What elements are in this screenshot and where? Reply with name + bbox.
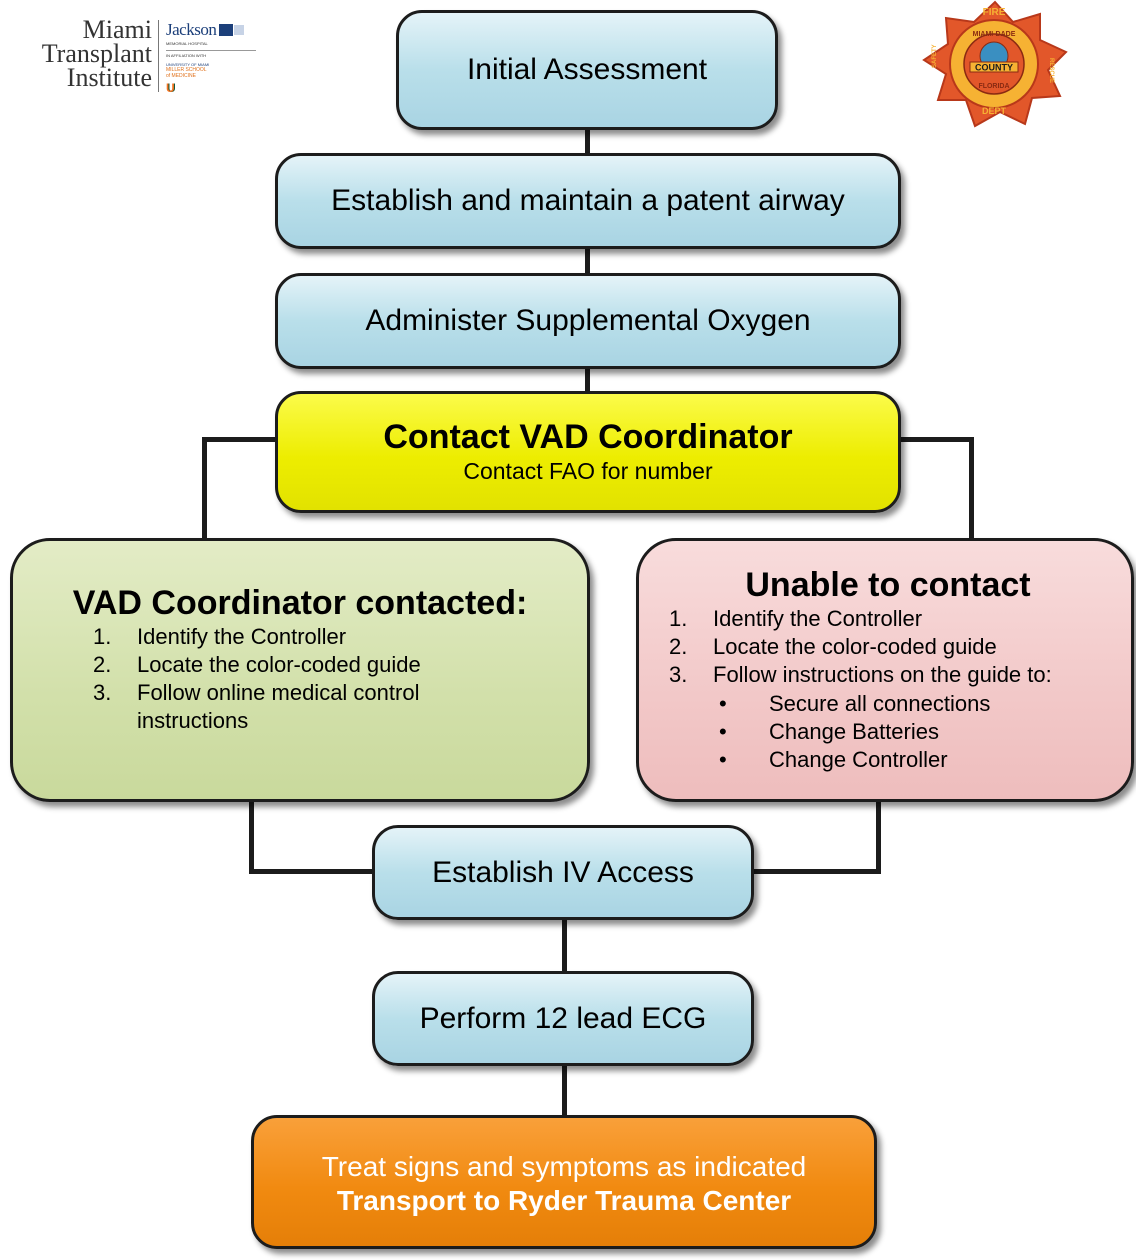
initial-assessment-label: Initial Assessment xyxy=(466,53,708,86)
connector-right-iv-h xyxy=(752,869,881,874)
ecg-box: Perform 12 lead ECG xyxy=(372,971,754,1066)
iv-access-label: Establish IV Access xyxy=(432,855,694,889)
list-item: •Secure all connections xyxy=(719,691,991,716)
connector-airway-oxygen xyxy=(585,246,590,276)
jackson-wordmark: Jackson xyxy=(166,20,217,39)
badge-right-text: RESCUE xyxy=(1048,58,1054,83)
badge-arc-text: MIAMI-DADE xyxy=(973,31,1016,38)
connector-left-iv-v xyxy=(249,798,254,874)
contact-vad-subtitle: Contact FAO for number xyxy=(463,458,713,484)
initial-assessment-box: Initial Assessment xyxy=(396,10,778,130)
mti-wordmark: Miami Transplant Institute xyxy=(41,15,152,92)
airway-label: Establish and maintain a patent airway xyxy=(331,184,845,217)
badge-bottom-text: DEPT xyxy=(982,106,1007,116)
list-item: 1.Identify the Controller xyxy=(669,606,923,631)
list-item: 3.Follow instructions on the guide to: xyxy=(669,662,1052,687)
list-item: 3.Follow online medical control instruct… xyxy=(93,680,420,733)
vad-contacted-title: VAD Coordinator contacted: xyxy=(72,584,528,622)
ecg-label: Perform 12 lead ECG xyxy=(419,1001,707,1035)
fire-rescue-badge-logo: COUNTY FIRE MIAMI-DADE SAFETY RESCUE FLO… xyxy=(922,0,1068,128)
treat-transport-box: Treat signs and symptoms as indicated Tr… xyxy=(251,1115,877,1249)
treat-label: Treat signs and symptoms as indicated xyxy=(321,1151,807,1182)
oxygen-label: Administer Supplemental Oxygen xyxy=(365,304,811,337)
list-item: •Change Batteries xyxy=(719,719,939,744)
oxygen-box: Administer Supplemental Oxygen xyxy=(275,273,901,369)
badge-county-band xyxy=(969,61,1019,73)
jackson-emblem-icon xyxy=(219,24,234,36)
mti-jackson-logo: Miami Transplant Institute Jackson MEMOR… xyxy=(36,15,256,98)
badge-left-text: SAFETY xyxy=(932,44,938,68)
unable-list: 1.Identify the Controller 2.Locate the c… xyxy=(669,605,1109,689)
badge-top-text: FIRE xyxy=(983,7,1006,18)
list-item: 2.Locate the color-coded guide xyxy=(93,652,421,677)
logo-divider xyxy=(158,20,159,92)
vad-contacted-list: 1.Identify the Controller 2.Locate the c… xyxy=(93,623,513,735)
contact-vad-box: Contact VAD Coordinator Contact FAO for … xyxy=(275,391,901,513)
connector-contact-right-h xyxy=(898,437,974,442)
jackson-emblem-icon-2 xyxy=(234,25,245,35)
um-u-logo-icon: U xyxy=(166,81,175,95)
vad-contacted-box: VAD Coordinator contacted: 1.Identify th… xyxy=(10,538,590,802)
list-item: 1.Identify the Controller xyxy=(93,624,347,649)
transport-label: Transport to Ryder Trauma Center xyxy=(336,1185,792,1216)
unable-to-contact-box: Unable to contact 1.Identify the Control… xyxy=(636,538,1134,802)
connector-contact-left-h xyxy=(202,437,278,442)
contact-vad-title: Contact VAD Coordinator xyxy=(383,418,793,456)
unable-title: Unable to contact xyxy=(745,566,1031,604)
jackson-block: Jackson MEMORIAL HOSPITAL IN AFFILIATION… xyxy=(166,20,256,94)
connector-ecg-treat xyxy=(562,1064,567,1118)
airway-box: Establish and maintain a patent airway xyxy=(275,153,901,249)
connector-contact-left-v xyxy=(202,437,207,541)
badge-county-text: COUNTY xyxy=(975,63,1013,73)
connector-left-iv-h xyxy=(249,869,375,874)
connector-oxygen-contact xyxy=(585,368,590,394)
iv-access-box: Establish IV Access xyxy=(372,825,754,920)
list-item: 2.Locate the color-coded guide xyxy=(669,634,997,659)
connector-right-iv-v xyxy=(876,798,881,874)
connector-contact-right-v xyxy=(969,437,974,541)
badge-state-text: FLORIDA xyxy=(978,83,1009,90)
connector-initial-airway xyxy=(585,128,590,156)
list-item: •Change Controller xyxy=(719,747,948,772)
unable-sublist: •Secure all connections •Change Batterie… xyxy=(719,690,1099,774)
connector-iv-ecg xyxy=(562,918,567,974)
